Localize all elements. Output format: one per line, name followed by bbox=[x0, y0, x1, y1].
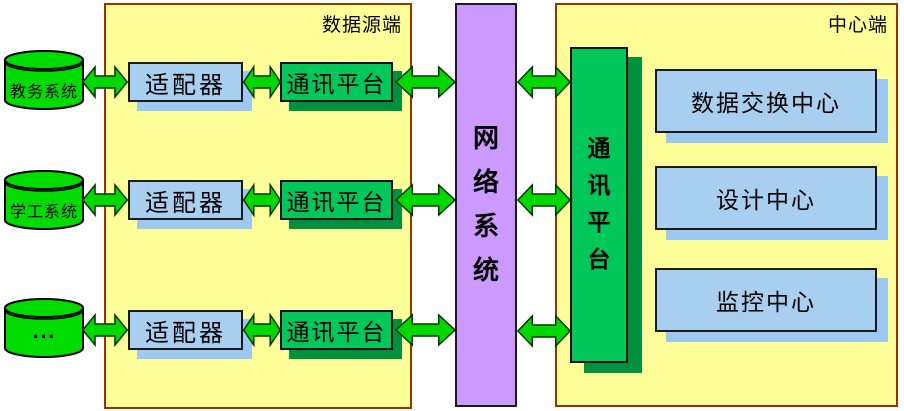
double-arrow-icon bbox=[82, 64, 128, 100]
adapter-box: 适配器 bbox=[128, 180, 243, 220]
double-arrow-icon bbox=[243, 64, 281, 100]
center-comm-platform-box: 通 讯 平 台 bbox=[570, 47, 628, 363]
db-label: 教务系统 bbox=[9, 82, 78, 101]
double-arrow-icon bbox=[395, 182, 456, 218]
network-system-box: 网 络 系 统 bbox=[455, 3, 517, 407]
adapter-box: 适配器 bbox=[128, 62, 243, 102]
academic-affairs-db-cylinder: 教务系统 bbox=[3, 50, 85, 110]
double-arrow-icon bbox=[243, 312, 281, 348]
comm-platform-box: 通讯平台 bbox=[280, 62, 393, 102]
database-cylinder-icon bbox=[4, 50, 84, 110]
double-arrow-icon bbox=[82, 312, 128, 348]
double-arrow-icon bbox=[517, 313, 571, 349]
data-exchange-center-box: 数据交换中心 bbox=[655, 69, 877, 133]
db-label: ... bbox=[32, 322, 56, 343]
double-arrow-icon bbox=[517, 182, 571, 218]
database-cylinder-icon bbox=[4, 170, 84, 230]
comm-platform-box: 通讯平台 bbox=[280, 310, 393, 350]
design-center-box: 设计中心 bbox=[655, 166, 877, 230]
double-arrow-icon bbox=[395, 64, 456, 100]
other-db-cylinder: ... bbox=[3, 298, 85, 358]
double-arrow-icon bbox=[395, 312, 456, 348]
monitor-center-box: 监控中心 bbox=[655, 268, 877, 332]
student-affairs-db-cylinder: 学工系统 bbox=[3, 170, 85, 230]
database-cylinder-icon bbox=[4, 298, 84, 358]
comm-platform-box: 通讯平台 bbox=[280, 180, 393, 220]
adapter-box: 适配器 bbox=[128, 310, 243, 350]
double-arrow-icon bbox=[82, 182, 128, 218]
double-arrow-icon bbox=[517, 64, 571, 100]
center-side-panel-title: 中心端 bbox=[827, 14, 888, 36]
data-source-panel-title: 数据源端 bbox=[321, 14, 402, 36]
db-label: 学工系统 bbox=[9, 202, 78, 221]
double-arrow-icon bbox=[243, 182, 281, 218]
